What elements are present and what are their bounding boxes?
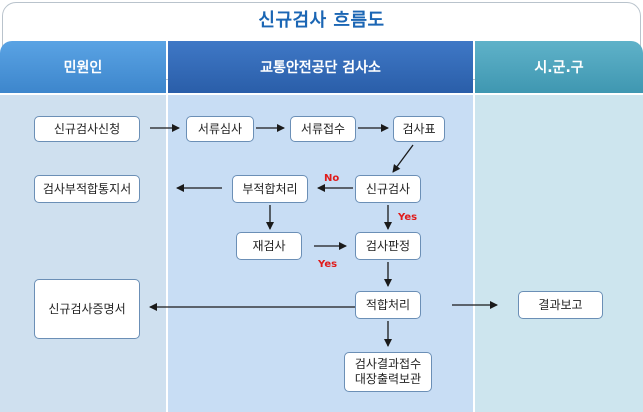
column-header-applicant: 민원인 — [0, 41, 166, 93]
label-yes-inspection: Yes — [398, 212, 418, 223]
node-pass-process: 적합처리 — [355, 291, 421, 319]
node-inspection-sheet: 검사표 — [393, 116, 445, 142]
column-header-municipality: 시.군.구 — [475, 41, 643, 93]
node-reinspection: 재검사 — [236, 232, 302, 260]
node-new-inspection: 신규검사 — [355, 175, 421, 203]
column-header-authority: 교통안전공단 검사소 — [168, 41, 473, 93]
lane-applicant — [0, 95, 166, 412]
label-yes-reinspection: Yes — [318, 259, 338, 270]
node-certificate: 신규검사증명서 — [34, 279, 140, 339]
node-failure-notice: 검사부적합통지서 — [34, 175, 140, 203]
node-document-receipt: 서류접수 — [290, 116, 356, 142]
label-no: No — [324, 173, 340, 184]
arrow-sheet-to-inspection — [392, 144, 414, 173]
node-document-review: 서류심사 — [186, 116, 254, 142]
node-result-storage: 검사결과접수 대장출력보관 — [344, 352, 432, 392]
lane-municipality — [475, 95, 643, 412]
node-inspection-judgment: 검사판정 — [355, 232, 421, 260]
node-failure-process: 부적합처리 — [232, 175, 308, 203]
node-result-report: 결과보고 — [518, 291, 603, 319]
diagram-title: 신규검사 흐름도 — [258, 10, 385, 31]
node-new-application: 신규검사신청 — [34, 116, 140, 142]
